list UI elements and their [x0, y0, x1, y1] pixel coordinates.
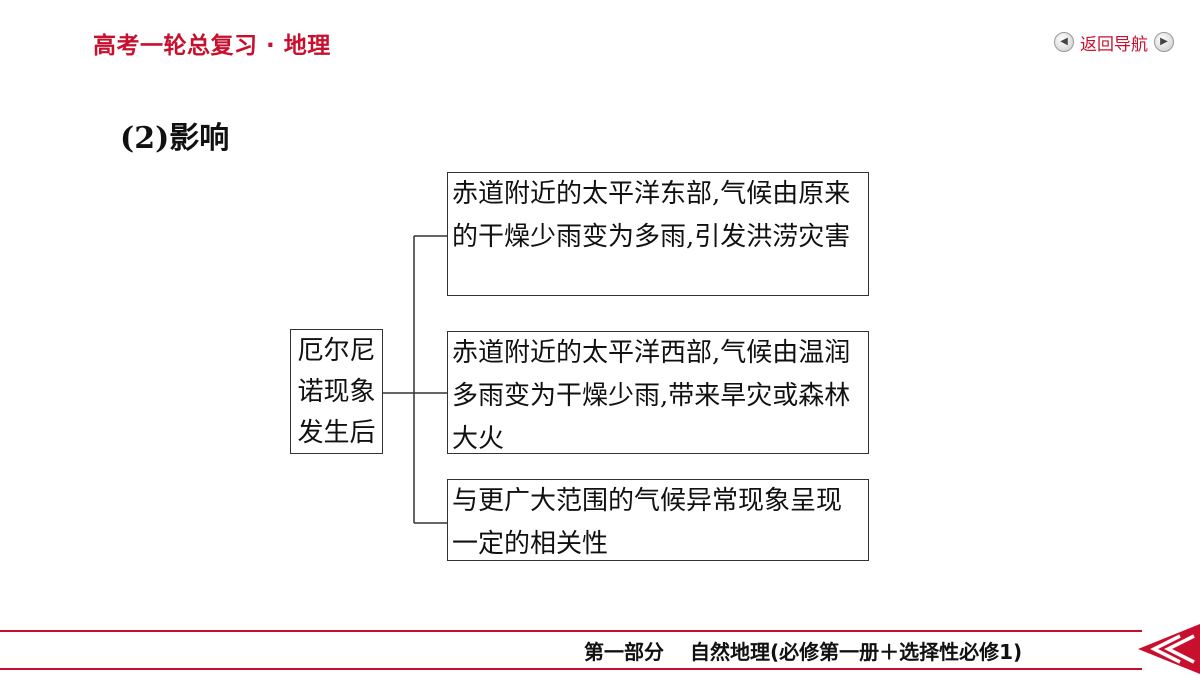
left-arrow-icon[interactable]: ◀ [1054, 32, 1074, 52]
back-navigation[interactable]: ◀ 返回导航 ▶ [1054, 30, 1174, 55]
section-heading: (2)影响 [120, 121, 230, 156]
header-title: 高考一轮总复习 · 地理 [93, 33, 331, 59]
footer-part: 第一部分 [584, 640, 664, 664]
root-line-3: 发生后 [297, 418, 376, 448]
double-chevron-left-icon[interactable] [1138, 622, 1200, 676]
diagram-root-box: 厄尔尼 诺现象 发生后 [290, 329, 383, 454]
root-line-1: 厄尔尼 [297, 336, 376, 366]
root-line-2: 诺现象 [297, 377, 376, 407]
footer-rule-bottom [0, 668, 1142, 670]
footer-chapter: 自然地理(必修第一册＋选择性必修1) [690, 640, 1023, 664]
footer-rule-top [0, 630, 1142, 632]
branch-box-1: 赤道附近的太平洋东部,气候由原来的干燥少雨变为多雨,引发洪涝灾害 [447, 172, 869, 296]
footer-caption: 第一部分 自然地理(必修第一册＋选择性必修1) [584, 636, 1022, 666]
branch-box-2: 赤道附近的太平洋西部,气候由温润多雨变为干燥少雨,带来旱灾或森林大火 [447, 331, 869, 454]
nav-label[interactable]: 返回导航 [1080, 34, 1148, 55]
branch-box-3: 与更广大范围的气候异常现象呈现一定的相关性 [447, 479, 869, 561]
right-arrow-icon[interactable]: ▶ [1154, 32, 1174, 52]
